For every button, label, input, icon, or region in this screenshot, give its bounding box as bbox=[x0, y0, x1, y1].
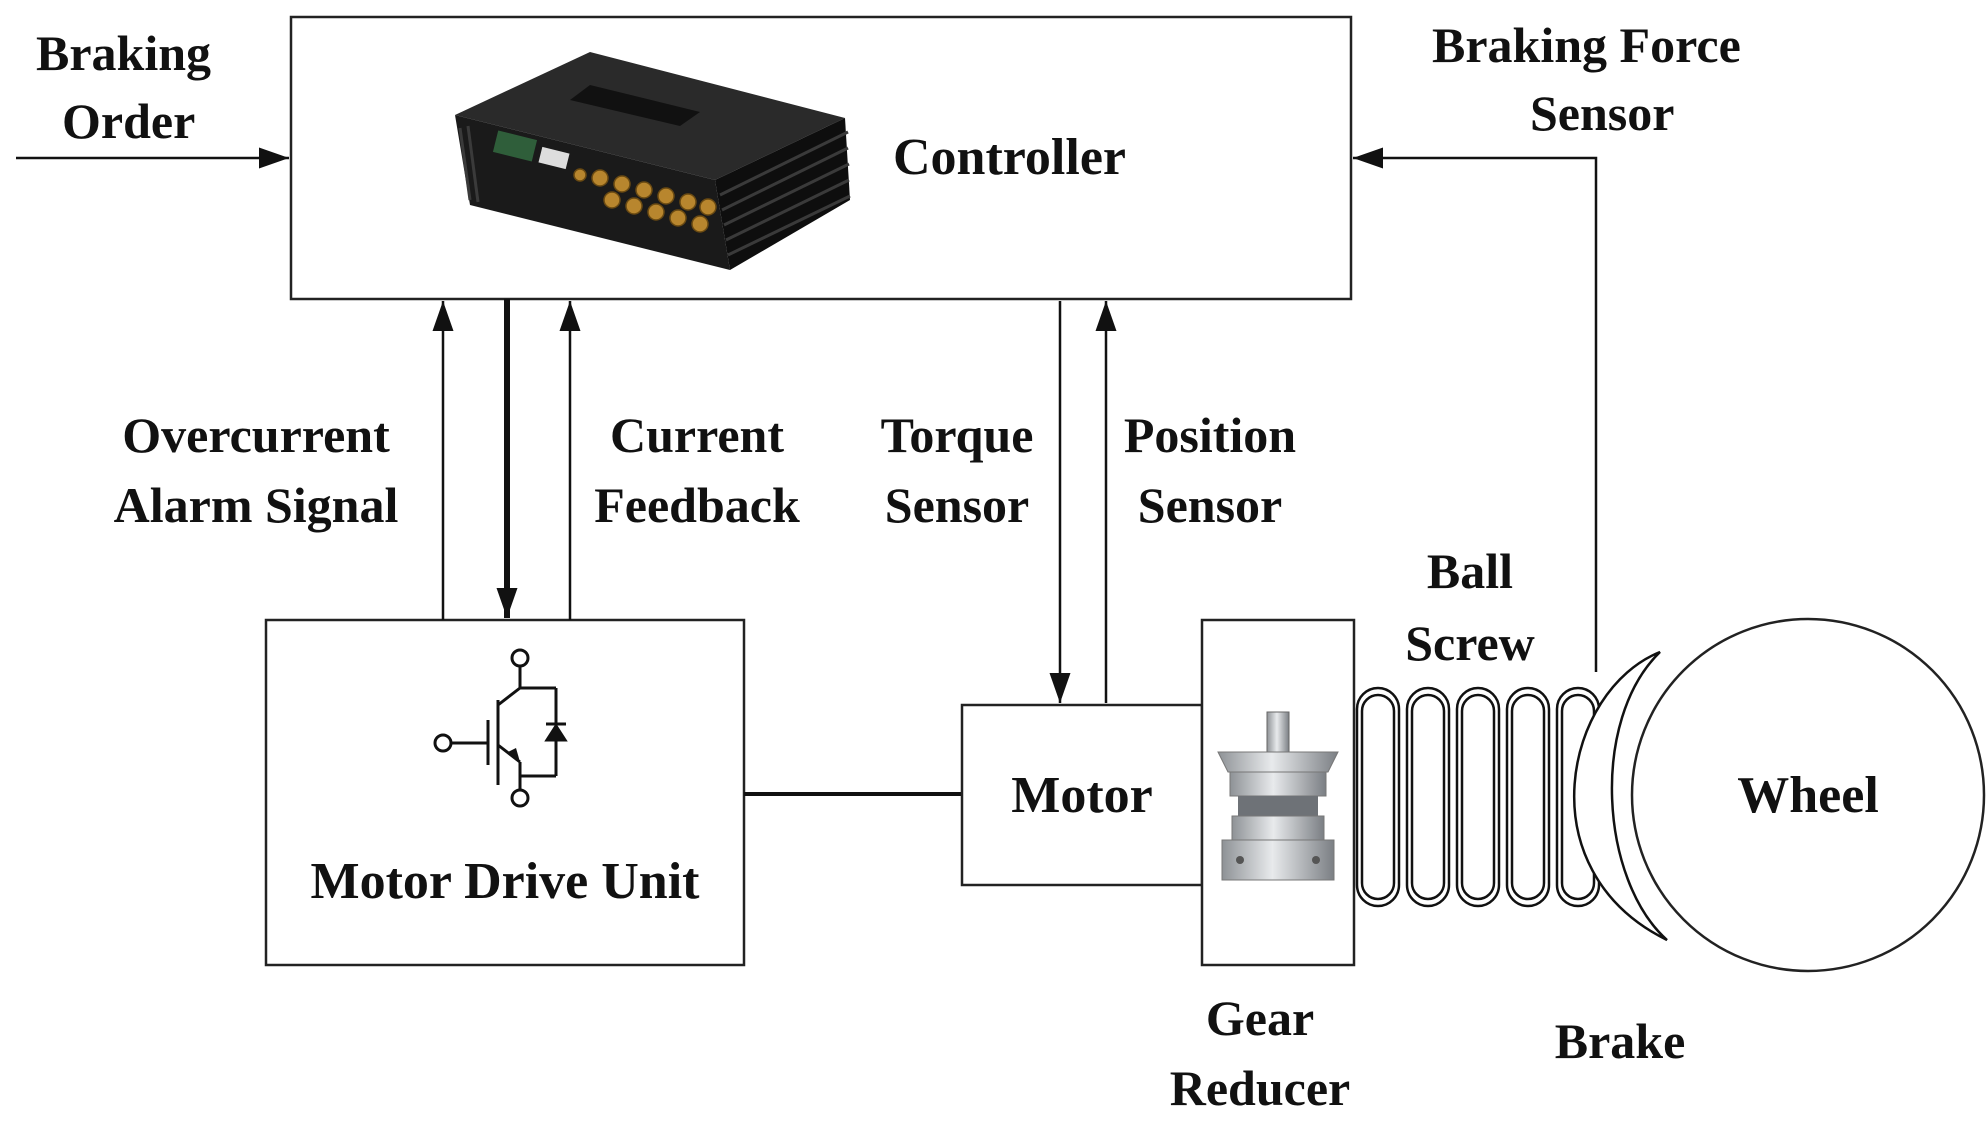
wheel-circle bbox=[1630, 617, 1986, 973]
position-label-2: Sensor bbox=[1138, 477, 1282, 533]
torque-label-2: Sensor bbox=[885, 477, 1029, 533]
overcurrent-label-2: Alarm Signal bbox=[114, 477, 399, 533]
wheel-label: Wheel bbox=[1737, 767, 1879, 824]
torque-label-1: Torque bbox=[881, 407, 1034, 463]
motor-drive-unit-label: Motor Drive Unit bbox=[311, 853, 701, 910]
current-feedback-label-2: Feedback bbox=[594, 477, 800, 533]
controller-hardware-icon bbox=[455, 52, 851, 270]
braking-force-label-1: Braking Force bbox=[1432, 17, 1741, 73]
ball-screw-label-1: Ball bbox=[1427, 543, 1513, 599]
braking-order-label-2: Order bbox=[62, 93, 195, 149]
gear-label-2: Reducer bbox=[1170, 1060, 1351, 1116]
current-feedback-label-1: Current bbox=[610, 407, 784, 463]
overcurrent-label-1: Overcurrent bbox=[122, 407, 390, 463]
igbt-transistor-icon bbox=[433, 648, 568, 808]
motor-label: Motor bbox=[1011, 767, 1152, 824]
motor-drive-unit-box bbox=[264, 618, 746, 967]
ball-screw-coils bbox=[1355, 686, 1601, 908]
gear-label-1: Gear bbox=[1206, 990, 1314, 1046]
brake-label: Brake bbox=[1555, 1013, 1686, 1069]
ball-screw-label-2: Screw bbox=[1405, 615, 1535, 671]
braking-force-arrow bbox=[1353, 147, 1598, 672]
controller-label: Controller bbox=[893, 129, 1126, 186]
planetary-gearbox-icon bbox=[1217, 711, 1339, 881]
brake-pad bbox=[1572, 650, 1668, 942]
motor-box bbox=[960, 703, 1204, 887]
braking-order-label-1: Braking bbox=[36, 25, 211, 81]
position-label-1: Position bbox=[1124, 407, 1296, 463]
braking-force-label-2: Sensor bbox=[1530, 85, 1674, 141]
